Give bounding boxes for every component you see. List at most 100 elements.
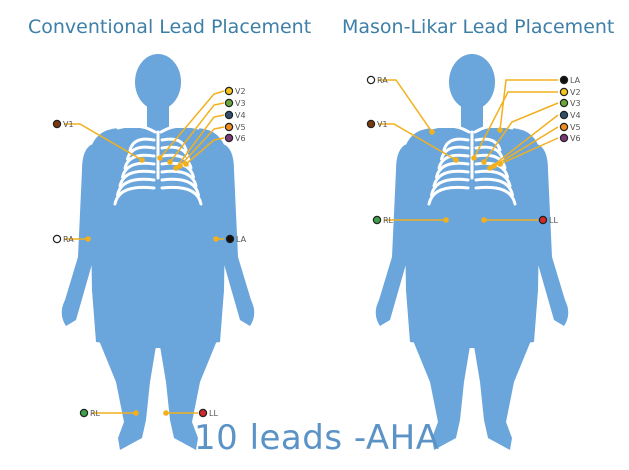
lead-connector-v1 <box>366 119 376 129</box>
electrode-v1 <box>453 157 459 163</box>
rib-left <box>474 185 517 206</box>
human-body-silhouette <box>375 54 569 450</box>
rib-right <box>113 185 156 206</box>
right-leg <box>98 338 156 450</box>
rib-right <box>121 161 156 179</box>
lead-connector-v1 <box>52 119 62 129</box>
lead-label-v1: V1 <box>63 120 74 129</box>
rib-left <box>474 169 512 188</box>
rib-right <box>128 137 156 152</box>
left-arm <box>214 144 255 326</box>
electrode-v2 <box>471 155 477 161</box>
rib-right <box>442 137 470 152</box>
lead-connector-ll <box>538 215 548 225</box>
lead-label-v4: V4 <box>570 111 581 120</box>
lead-connector-v4 <box>224 110 234 120</box>
lead-wire-ra <box>378 79 433 133</box>
electrode-la <box>213 236 219 242</box>
electrode-v3 <box>481 159 487 165</box>
lead-wire-v4 <box>489 114 559 169</box>
lead-label-ll: LL <box>209 409 218 418</box>
rib-right <box>427 185 470 206</box>
lead-wire-v3 <box>483 102 559 163</box>
electrode-v1 <box>139 157 145 163</box>
electrode-rl <box>443 217 449 223</box>
rib-right <box>123 153 156 170</box>
lead-label-rl: RL <box>383 216 394 225</box>
lead-label-v6: V6 <box>570 134 581 143</box>
lead-connector-v2 <box>559 87 569 97</box>
left-clavicle <box>159 124 200 134</box>
lead-connector-v3 <box>224 98 234 108</box>
lead-wire-v5 <box>493 126 559 167</box>
electrode-v6 <box>183 161 189 167</box>
footer-caption: 10 leads -AHA <box>194 418 440 458</box>
right-arm <box>375 144 416 326</box>
neck <box>147 104 169 128</box>
pelvis <box>92 290 224 348</box>
right-leg <box>412 338 470 450</box>
lead-label-ra: RA <box>377 76 388 85</box>
rib-left <box>474 153 507 170</box>
pelvis <box>406 290 538 348</box>
lead-connector-la <box>225 234 235 244</box>
lead-connector-ra <box>366 75 376 85</box>
lead-wire-v3 <box>169 102 225 163</box>
head <box>449 54 495 110</box>
lead-connector-v2 <box>224 86 234 96</box>
right-clavicle <box>430 124 471 134</box>
lead-connector-ll <box>198 408 208 418</box>
lead-label-v2: V2 <box>235 87 246 96</box>
rib-left <box>160 137 188 152</box>
electrode-v5 <box>177 163 183 169</box>
lead-label-v3: V3 <box>570 99 581 108</box>
ribcage <box>427 124 517 206</box>
conventional-placement-title: Conventional Lead Placement <box>28 16 312 38</box>
lead-label-rl: RL <box>90 409 101 418</box>
electrode-ll <box>481 217 487 223</box>
rib-left <box>160 153 193 170</box>
electrode-v3 <box>167 159 173 165</box>
lead-label-v2: V2 <box>570 88 581 97</box>
electrode-la <box>497 127 503 133</box>
rib-right <box>118 169 156 188</box>
rib-right <box>126 145 156 161</box>
right-arm <box>61 144 102 326</box>
lead-connector-ra <box>52 234 62 244</box>
lead-label-v4: V4 <box>235 111 246 120</box>
head <box>135 54 181 110</box>
rib-right <box>432 169 470 188</box>
lead-wire-la <box>499 79 558 131</box>
lead-wire-v2 <box>159 90 225 159</box>
rib-right <box>437 153 470 170</box>
lead-connector-v5 <box>559 122 569 132</box>
rib-left <box>474 177 514 197</box>
electrode-ll <box>163 410 169 416</box>
rib-right <box>430 177 470 197</box>
lead-wire-v1 <box>378 123 457 161</box>
lead-connector-rl <box>372 215 382 225</box>
electrode-v5 <box>491 163 497 169</box>
right-clavicle <box>116 124 157 134</box>
lead-wire-v5 <box>179 126 225 167</box>
electrode-ra <box>429 129 435 135</box>
neck <box>461 104 483 128</box>
electrode-v2 <box>157 155 163 161</box>
lead-connector-v5 <box>224 122 234 132</box>
lead-connector-v3 <box>559 98 569 108</box>
rib-left <box>160 169 198 188</box>
electrode-rl <box>133 410 139 416</box>
lead-label-la: LA <box>236 235 247 244</box>
mason-likar-placement-title: Mason-Likar Lead Placement <box>342 16 615 38</box>
rib-right <box>116 177 156 197</box>
lead-label-v3: V3 <box>235 99 246 108</box>
lead-wire-v6 <box>499 137 559 165</box>
lead-wire-v4 <box>175 114 225 169</box>
lead-label-ra: RA <box>63 235 74 244</box>
rib-right <box>440 145 470 161</box>
left-leg <box>474 338 532 450</box>
left-arm <box>528 144 569 326</box>
